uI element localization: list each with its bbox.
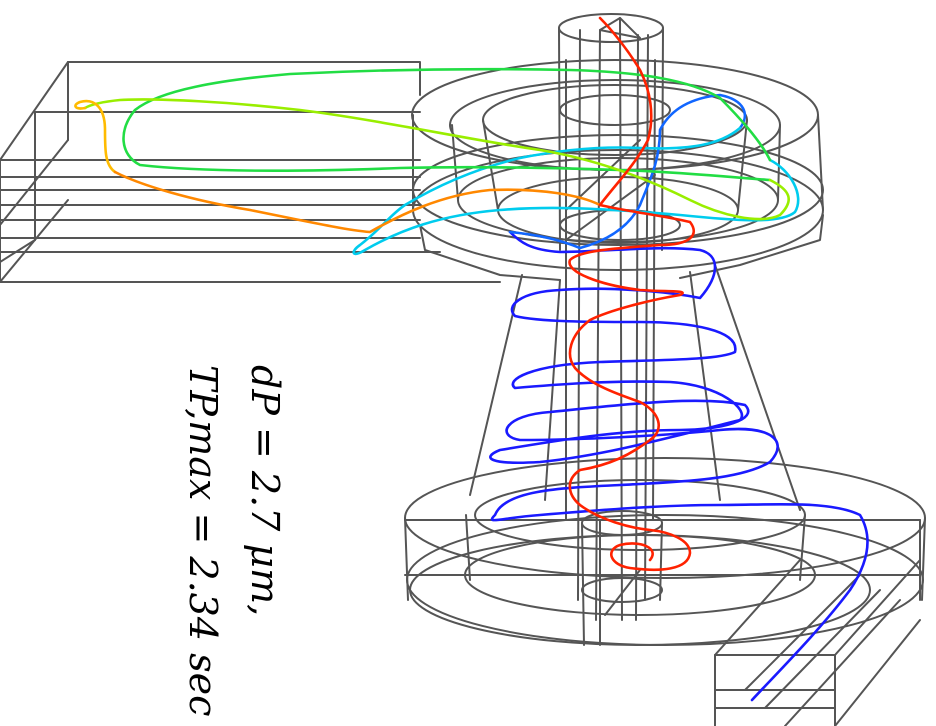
outlet-duct-wireframe	[714, 519, 921, 726]
trajectory-segment-lightblue	[508, 93, 746, 250]
trajectory-segment-blue	[489, 230, 869, 702]
upper-body-wireframe	[411, 59, 824, 281]
annotation-line1: dP = 2.7 μm,	[243, 365, 287, 616]
trajectory-segment-red-upper	[598, 16, 653, 207]
annotation-line2: TP,max = 2.34 sec	[181, 365, 225, 716]
trajectory-segment-cyan	[352, 126, 800, 256]
cyclone-wireframe	[0, 13, 926, 726]
trajectory-segment-yellowgreen	[83, 98, 790, 221]
annotation: dP = 2.7 μm, TP,max = 2.34 sec	[181, 365, 287, 716]
trajectory-segment-orange	[113, 170, 602, 234]
trajectory-segment-green	[122, 67, 772, 182]
inlet-duct-wireframe	[0, 61, 501, 283]
trajectory-segment-red	[568, 203, 696, 571]
lower-body-wireframe	[404, 457, 926, 646]
trajectory-segment-yellow	[74, 99, 117, 174]
vortex-finder-wireframe	[558, 13, 664, 621]
particle-trajectory	[74, 16, 869, 702]
